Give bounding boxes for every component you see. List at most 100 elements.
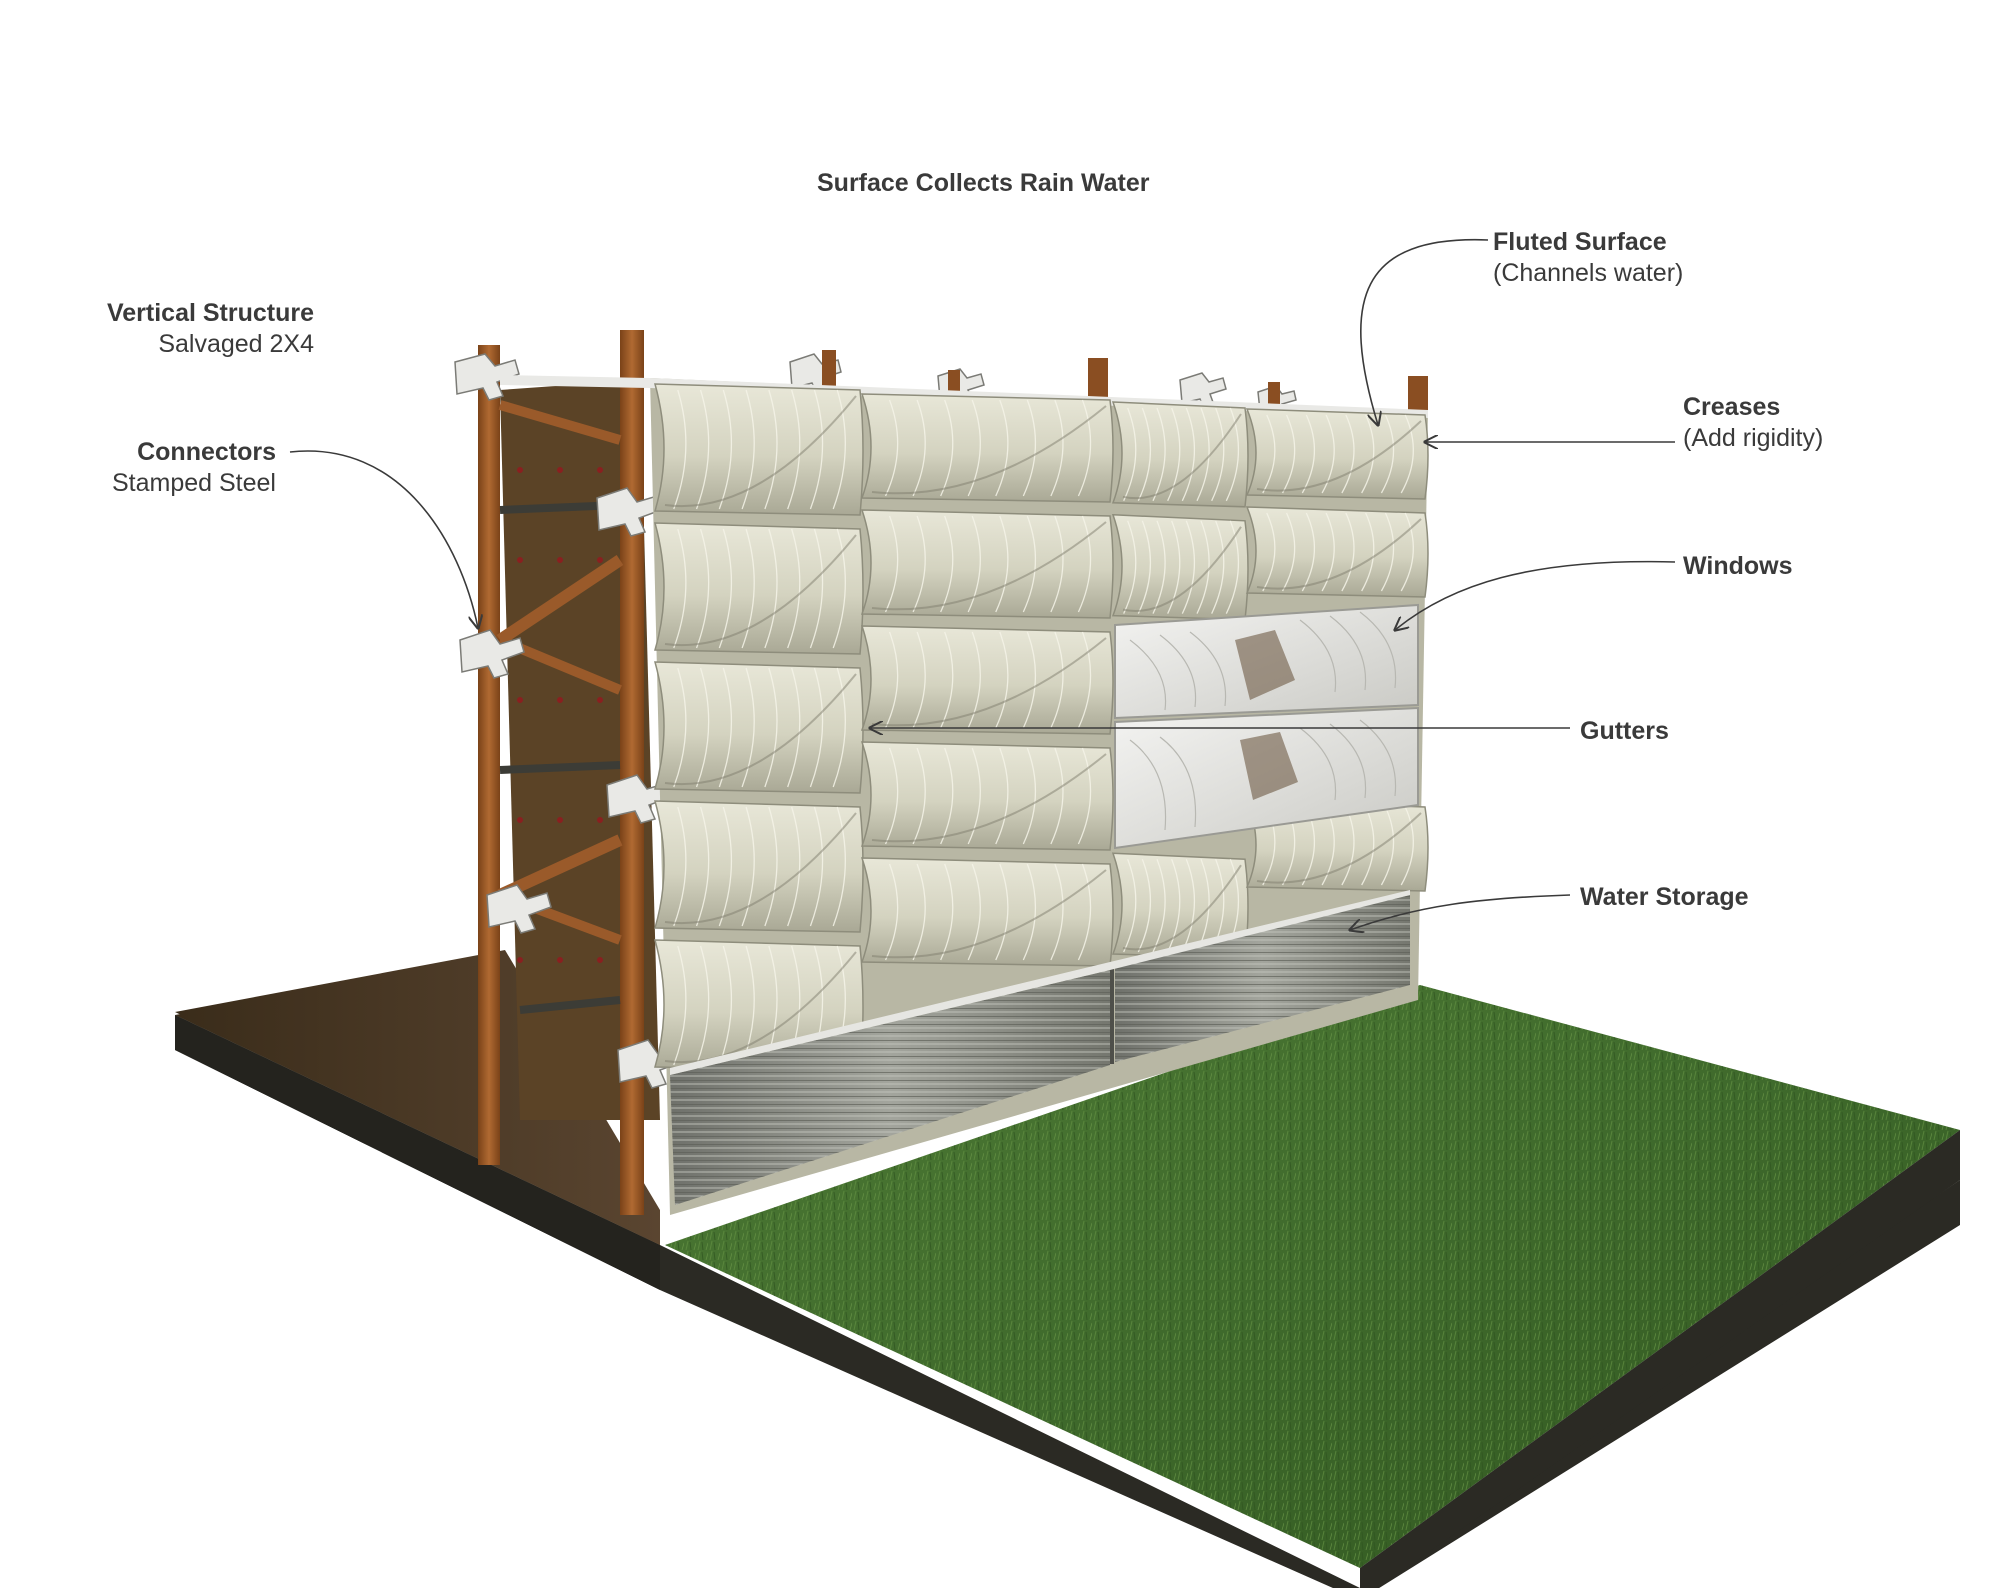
flute-line <box>741 806 755 927</box>
flute-line <box>1077 631 1092 729</box>
flute-line <box>1361 806 1375 886</box>
label-fluted-surface: Fluted Surface (Channels water) <box>1493 227 1683 289</box>
flute-line <box>809 667 824 788</box>
flute-line <box>695 667 710 788</box>
top-posts <box>822 350 1280 404</box>
flute-line <box>718 806 733 927</box>
flute-line <box>912 631 926 729</box>
flute-line <box>809 389 824 510</box>
grass-lawn <box>665 985 1960 1588</box>
flute-line <box>695 389 710 510</box>
crease-shadow <box>664 534 857 646</box>
crease-shadow <box>664 395 857 507</box>
flute-line <box>912 863 926 961</box>
flute-line <box>1050 515 1064 613</box>
flute-line <box>741 667 755 788</box>
crease-shadow <box>871 521 1107 611</box>
flute-line <box>1077 399 1092 497</box>
flute-line <box>787 528 801 649</box>
flute-line <box>1380 806 1395 886</box>
fluted-panel <box>1111 401 1249 508</box>
flute-line <box>764 389 778 510</box>
flute-line <box>1281 414 1296 494</box>
flute-line <box>940 747 954 845</box>
leader-windows <box>1395 560 1676 630</box>
flute-line <box>884 515 899 613</box>
label-vertical-structure-title: Vertical Structure <box>106 299 314 327</box>
fluted-panel <box>1111 514 1249 621</box>
flute-line <box>1077 747 1092 845</box>
fluted-panel <box>860 393 1114 503</box>
flute-line <box>764 667 778 788</box>
label-windows-title: Windows <box>1683 552 1793 580</box>
flute-line <box>1301 512 1315 592</box>
flute-line <box>1167 520 1181 614</box>
flute-line <box>1400 806 1414 886</box>
label-creases-title: Creases <box>1683 393 1781 421</box>
flute-line <box>1137 858 1151 953</box>
flute-line <box>884 631 899 729</box>
flute-line <box>809 806 824 927</box>
flute-line <box>764 528 778 649</box>
flute-line <box>673 667 687 788</box>
flute-line <box>1152 407 1166 502</box>
flute-line <box>884 747 899 845</box>
flute-line <box>1301 414 1315 494</box>
flute-line <box>832 528 846 649</box>
flute-line <box>1211 520 1225 614</box>
flute-line <box>1077 515 1092 613</box>
flute-line <box>940 399 954 497</box>
fluted-panels <box>654 383 1429 1072</box>
flute-line <box>1050 631 1064 729</box>
label-creases: Creases (Add rigidity) <box>1683 392 1823 454</box>
flute-line <box>673 528 687 649</box>
flute-line <box>1022 863 1037 961</box>
fluted-panel <box>860 509 1114 619</box>
flute-line <box>1341 512 1355 592</box>
crease-shadow <box>871 405 1107 495</box>
flute-line <box>1225 407 1239 502</box>
title-text: Surface Collects Rain Water <box>817 169 1150 197</box>
flute-line <box>673 945 687 1066</box>
flute-line <box>1380 414 1395 494</box>
flute-line <box>884 399 899 497</box>
flute-line <box>1262 414 1276 494</box>
label-connectors: Connectors Stamped Steel <box>60 437 276 499</box>
fluted-panel <box>860 857 1114 967</box>
leader-lines <box>289 238 1676 930</box>
leader-fluted-surface <box>1360 238 1489 425</box>
leader-connectors <box>289 450 478 628</box>
diagram-title: Surface Collects Rain Water <box>817 168 1150 199</box>
flute-line <box>809 528 824 649</box>
wood-studs <box>478 330 1428 1215</box>
crease-shadow <box>1256 812 1422 884</box>
flute-line <box>884 863 899 961</box>
flute-line <box>1123 858 1137 953</box>
label-vertical-structure-sub: Salvaged 2X4 <box>158 330 314 358</box>
label-windows: Windows <box>1683 551 1793 582</box>
flute-line <box>995 863 1009 961</box>
water-storage-tanks <box>670 890 1410 1205</box>
flute-line <box>832 389 846 510</box>
flute-line <box>718 528 733 649</box>
label-connectors-sub: Stamped Steel <box>112 469 276 497</box>
flute-line <box>1380 512 1395 592</box>
flute-line <box>1152 520 1166 614</box>
flute-line <box>1137 407 1151 502</box>
label-vertical-structure: Vertical Structure Salvaged 2X4 <box>60 298 314 360</box>
flute-line <box>1400 414 1414 494</box>
crease-shadow <box>1256 420 1422 492</box>
flute-line <box>1181 520 1195 614</box>
flute-line <box>967 399 981 497</box>
flute-line <box>1167 858 1181 953</box>
crease-shadow <box>1122 864 1242 951</box>
flute-line <box>1281 512 1296 592</box>
leader-water-storage <box>1350 894 1571 930</box>
flute-line <box>673 806 687 927</box>
flute-line <box>995 631 1009 729</box>
flute-line <box>1137 520 1151 614</box>
flute-line <box>1022 747 1037 845</box>
label-fluted-surface-title: Fluted Surface <box>1493 228 1667 256</box>
flute-line <box>1050 747 1064 845</box>
